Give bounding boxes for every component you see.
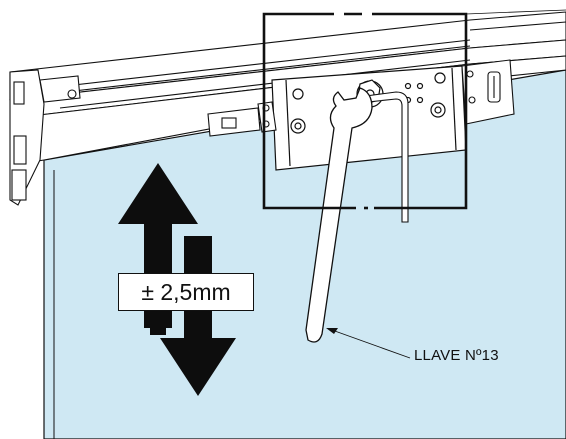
- tool-callout-label: LLAVE Nº13: [414, 347, 499, 364]
- rail-stop-block: [207, 107, 261, 137]
- callout-leader: [331, 329, 411, 359]
- adjustment-label: ± 2,5mm: [141, 278, 231, 305]
- arrow-down-body: [160, 236, 236, 396]
- rail-end-bracket: [9, 69, 81, 206]
- adjustment-label-box: ± 2,5mm: [118, 273, 254, 311]
- axis-line: [465, 9, 566, 15]
- detail-frame: [262, 12, 468, 210]
- callout-arrowhead: [326, 328, 338, 334]
- wrench: [305, 87, 373, 343]
